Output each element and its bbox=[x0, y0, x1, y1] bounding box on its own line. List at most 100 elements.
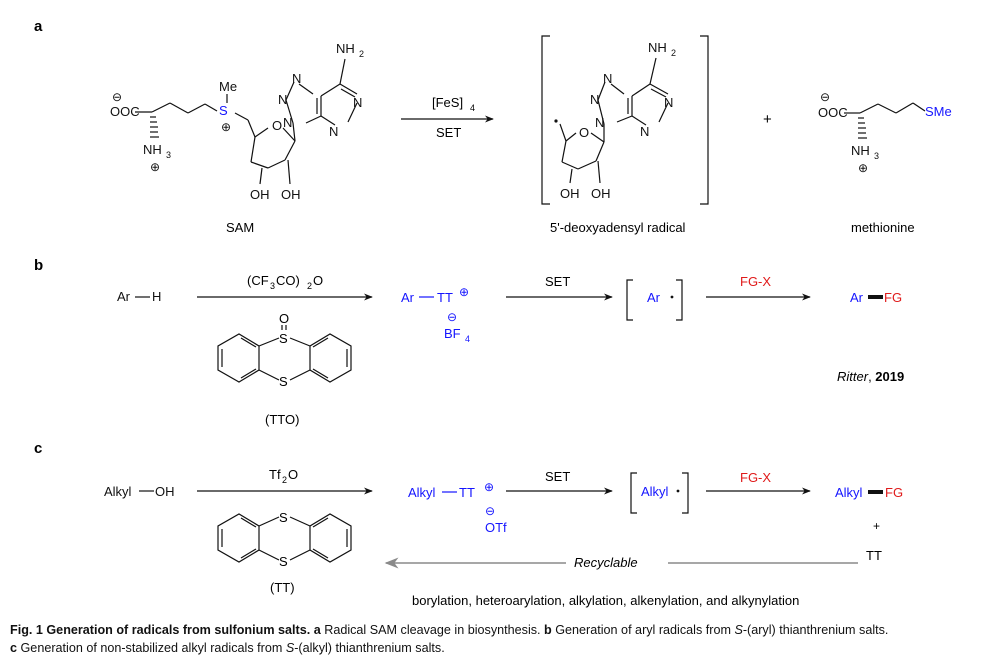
svg-text:⊖: ⊖ bbox=[112, 90, 122, 104]
svg-text:⊖: ⊖ bbox=[485, 504, 495, 518]
svg-text:FG: FG bbox=[885, 485, 903, 500]
panel-b-label: b bbox=[34, 257, 43, 274]
svg-text:N: N bbox=[640, 124, 649, 139]
svg-text:Recyclable: Recyclable bbox=[574, 555, 638, 570]
tt-label: (TT) bbox=[270, 580, 295, 595]
methionine-label: methionine bbox=[851, 220, 915, 235]
svg-text:FG: FG bbox=[884, 290, 902, 305]
svg-text:Ritter, 2019: Ritter, 2019 bbox=[837, 369, 904, 384]
reaction-arrow-c1: Tf 2 O bbox=[197, 467, 373, 495]
svg-text:N: N bbox=[329, 124, 338, 139]
svg-text:N: N bbox=[595, 115, 604, 130]
deoxyadenosyl-label: 5'-deoxyadensyl radical bbox=[550, 220, 686, 235]
reaction-arrow-c3: FG-X bbox=[706, 470, 811, 495]
radical-bracket bbox=[541, 35, 709, 205]
svg-text:NH: NH bbox=[336, 41, 355, 56]
svg-text:OH: OH bbox=[281, 187, 301, 202]
scheme-figure: a bbox=[34, 18, 952, 608]
svg-text:O: O bbox=[313, 273, 323, 288]
svg-text:OTf: OTf bbox=[485, 520, 507, 535]
svg-text:TT: TT bbox=[437, 290, 453, 305]
deoxyadenosyl-atoms: O OH OH N N N N N NH 2 bbox=[554, 40, 676, 201]
svg-text:NH: NH bbox=[851, 143, 870, 158]
svg-text:Ar: Ar bbox=[117, 289, 131, 304]
svg-text:OOC: OOC bbox=[818, 105, 848, 120]
reaction-arrow-b1: (CF 3 CO) 2 O bbox=[197, 273, 373, 301]
alkyl-thianthrenium-salt: Alkyl TT ⊕ ⊖ OTf bbox=[408, 480, 507, 535]
svg-text:4: 4 bbox=[465, 334, 470, 344]
svg-text:S: S bbox=[279, 331, 288, 346]
svg-text:⊖: ⊖ bbox=[447, 310, 457, 324]
tt-structure: S S (TT) bbox=[217, 510, 352, 595]
alkyl-radical: Alkyl bbox=[630, 472, 689, 514]
svg-text:SET: SET bbox=[436, 125, 461, 140]
svg-text:S: S bbox=[219, 103, 228, 118]
svg-text:CO): CO) bbox=[276, 273, 300, 288]
svg-text:S: S bbox=[279, 510, 288, 525]
svg-text:Ar: Ar bbox=[401, 290, 415, 305]
tto-label: (TTO) bbox=[265, 412, 299, 427]
tto-structure: O S S (TTO) bbox=[217, 311, 352, 427]
svg-text:⊕: ⊕ bbox=[459, 285, 469, 299]
svg-text:S: S bbox=[279, 374, 288, 389]
svg-text:OH: OH bbox=[250, 187, 270, 202]
methionine-atoms: OOC ⊖ NH 3 ⊕ SMe bbox=[818, 90, 952, 175]
reaction-arrow-b3: FG-X bbox=[706, 274, 811, 301]
svg-text:OH: OH bbox=[560, 186, 580, 201]
ritter-citation: Ritter, 2019 bbox=[837, 369, 904, 384]
aryl-thianthrenium-salt: Ar TT ⊕ ⊖ BF 4 bbox=[401, 285, 470, 344]
svg-text:OH: OH bbox=[591, 186, 611, 201]
svg-text:NH: NH bbox=[648, 40, 667, 55]
alkyl-product: Alkyl FG bbox=[835, 485, 903, 500]
svg-text:BF: BF bbox=[444, 326, 461, 341]
svg-text:O: O bbox=[288, 467, 298, 482]
svg-text:N: N bbox=[590, 92, 599, 107]
methionine-structure bbox=[844, 102, 926, 139]
svg-text:2: 2 bbox=[671, 48, 676, 58]
reaction-arrow-a: [FeS] 4 SET bbox=[401, 95, 494, 140]
svg-text:FG-X: FG-X bbox=[740, 470, 771, 485]
svg-text:S: S bbox=[279, 554, 288, 569]
svg-text:3: 3 bbox=[270, 281, 275, 291]
recycle-arrow: Recyclable bbox=[384, 555, 858, 570]
svg-text:Alkyl: Alkyl bbox=[104, 484, 132, 499]
svg-text:SET: SET bbox=[545, 469, 570, 484]
svg-text:⊕: ⊕ bbox=[484, 480, 494, 494]
reaction-scope: borylation, heteroarylation, alkylation,… bbox=[412, 593, 799, 608]
svg-text:Tf: Tf bbox=[269, 467, 281, 482]
caption-title: Generation of radicals from sulfonium sa… bbox=[46, 623, 311, 637]
svg-text:SMe: SMe bbox=[925, 104, 952, 119]
svg-text:3: 3 bbox=[874, 151, 879, 161]
sam-structure bbox=[135, 58, 358, 185]
sam-label: SAM bbox=[226, 220, 254, 235]
plus-a: + bbox=[763, 111, 772, 128]
svg-text:⊕: ⊕ bbox=[221, 120, 231, 134]
svg-text:O: O bbox=[272, 118, 282, 133]
svg-text:(CF: (CF bbox=[247, 273, 269, 288]
svg-text:3: 3 bbox=[166, 150, 171, 160]
figure-caption: Fig. 1 Generation of radicals from sulfo… bbox=[10, 623, 889, 655]
svg-text:O: O bbox=[579, 125, 589, 140]
svg-text:N: N bbox=[603, 71, 612, 86]
svg-text:Ar: Ar bbox=[647, 290, 661, 305]
svg-text:⊖: ⊖ bbox=[820, 90, 830, 104]
svg-text:2: 2 bbox=[282, 475, 287, 485]
deoxyadenosyl-radical-structure bbox=[559, 57, 669, 184]
plus-c: + bbox=[873, 519, 880, 533]
svg-text:NH: NH bbox=[143, 142, 162, 157]
aryl-radical: Ar bbox=[626, 279, 683, 321]
panel-a-label: a bbox=[34, 18, 43, 35]
svg-text:2: 2 bbox=[359, 49, 364, 59]
svg-text:⊕: ⊕ bbox=[150, 160, 160, 174]
svg-text:H: H bbox=[152, 289, 161, 304]
svg-text:Ar: Ar bbox=[850, 290, 864, 305]
svg-text:2: 2 bbox=[307, 281, 312, 291]
svg-text:N: N bbox=[353, 95, 362, 110]
panel-c-label: c bbox=[34, 440, 42, 457]
aryl-product: Ar FG bbox=[850, 290, 902, 305]
svg-text:Me: Me bbox=[219, 79, 237, 94]
svg-text:TT: TT bbox=[459, 485, 475, 500]
svg-text:SET: SET bbox=[545, 274, 570, 289]
svg-text:Alkyl: Alkyl bbox=[408, 485, 436, 500]
svg-text:N: N bbox=[664, 95, 673, 110]
